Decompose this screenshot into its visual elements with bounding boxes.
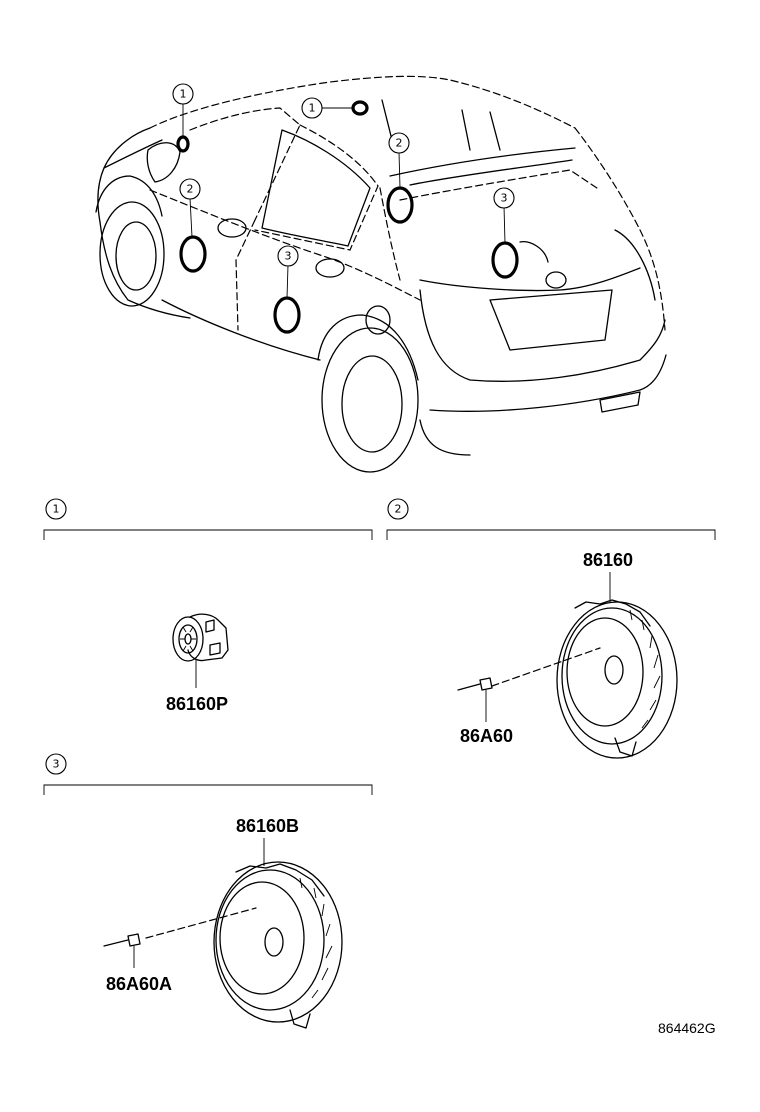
section-3-bracket — [43, 784, 373, 795]
callout-1-front-door: 1 — [172, 83, 194, 105]
callout-number: 2 — [396, 137, 403, 150]
callout-number: 1 — [180, 88, 187, 101]
front-screw-drawing — [457, 677, 493, 722]
leader-lines — [182, 104, 506, 299]
part-number-front-speaker: 86160 — [583, 550, 633, 570]
callout-1-rear-side: 1 — [301, 97, 323, 119]
section-1: 1 86160P — [43, 498, 373, 714]
callout-2-far-door: 2 — [388, 132, 410, 154]
callout-3-rear-door: 3 — [277, 245, 299, 267]
callout-2-front-door: 2 — [179, 178, 201, 200]
section-3-callout: 3 — [45, 753, 67, 775]
callout-number: 2 — [187, 183, 194, 196]
section-1-callout: 1 — [45, 498, 67, 520]
tweeter-speaker-drawing — [172, 613, 229, 688]
callout-number: 1 — [309, 102, 316, 115]
illustration-reference-code: 864462G — [658, 1020, 716, 1036]
section-2: 2 86160 86A60 — [386, 498, 716, 759]
rear-screw-drawing — [103, 933, 141, 968]
car-illustration — [95, 75, 667, 473]
svg-text:2: 2 — [395, 503, 402, 516]
part-number-front-screw: 86A60 — [460, 726, 513, 746]
section-3: 3 86160B 86A60A — [43, 753, 373, 1029]
svg-text:3: 3 — [53, 758, 60, 771]
part-number-rear-screw: 86A60A — [106, 974, 172, 994]
rear-door-speaker-drawing — [213, 861, 343, 1029]
part-number-tweeter: 86160P — [166, 694, 228, 714]
svg-text:1: 1 — [53, 503, 60, 516]
speaker-location-rings — [176, 100, 519, 334]
section-1-bracket — [43, 529, 373, 540]
callout-number: 3 — [285, 250, 292, 263]
front-door-speaker-drawing — [556, 599, 678, 759]
section-2-bracket — [386, 529, 716, 540]
section-2-callout: 2 — [387, 498, 409, 520]
callout-3-far-rear-door: 3 — [493, 187, 515, 209]
part-number-rear-speaker: 86160B — [236, 816, 299, 836]
callout-number: 3 — [501, 192, 508, 205]
